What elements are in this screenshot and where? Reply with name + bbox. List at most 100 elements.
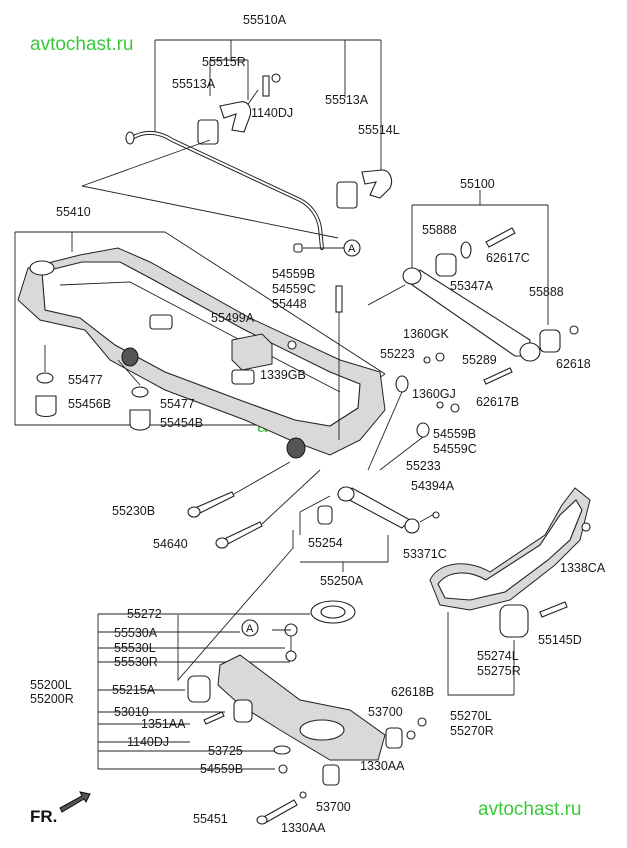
label-1360gj: 1360GJ: [412, 387, 456, 401]
nut-62618b: [417, 717, 427, 727]
label-1140dj-bottom: 1140DJ: [127, 735, 169, 749]
label-1360gk: 1360GK: [403, 327, 450, 341]
label-55515r: 55515R: [202, 55, 246, 69]
washer-55347a: [460, 241, 472, 259]
bushing-55215a: [187, 675, 211, 703]
bushing-55513a-right: [336, 181, 358, 209]
washer-53725: [273, 745, 291, 755]
label-55456b: 55456B: [68, 397, 111, 411]
lower-arm-group: A: [97, 530, 427, 825]
label-55888-top: 55888: [422, 223, 457, 237]
washer-1330aa-a: [406, 730, 416, 740]
label-55530a: 55530A: [114, 626, 158, 640]
label-62618b: 62618B: [391, 685, 434, 699]
bushing-53700-a: [385, 727, 403, 749]
label-1140dj-top: 1140DJ: [251, 106, 293, 120]
watermark-bottom: avtochast.ru: [478, 799, 582, 820]
mount-55454b: [129, 409, 151, 431]
bushing-55274l: [499, 604, 529, 638]
bushing-55254: [317, 505, 333, 525]
part-labels: 55510A 55515R 55513A 1140DJ 55513A 55514…: [30, 13, 606, 835]
bracket-55514l: [361, 169, 393, 199]
label-55530r: 55530R: [114, 655, 158, 669]
label-55270r: 55270R: [450, 724, 494, 738]
assist-link-group: [299, 486, 440, 572]
label-55200r: 55200R: [30, 692, 74, 706]
label-55100: 55100: [460, 177, 495, 191]
nut-62618: [569, 325, 579, 335]
bushing-55888-a: [435, 253, 457, 277]
label-55514l: 55514L: [358, 123, 400, 137]
label-1330aa-right: 1330AA: [360, 759, 405, 773]
upper-arm-group: [367, 190, 579, 471]
label-54559c-mid: 54559C: [433, 442, 477, 456]
label-55454b: 55454B: [160, 416, 203, 430]
lower-arm-55200: [217, 654, 386, 761]
ref-marker-a-top-text: A: [348, 243, 356, 255]
bushing-55888-b: [539, 329, 561, 353]
label-55289: 55289: [462, 353, 497, 367]
label-1330aa-bottom: 1330AA: [281, 821, 326, 835]
label-55275r: 55275R: [477, 664, 521, 678]
front-direction-label: FR.: [30, 807, 57, 826]
label-55477-left: 55477: [68, 373, 103, 387]
mount-55477-b: [131, 386, 149, 398]
front-direction-indicator: FR.: [30, 791, 91, 826]
label-55510a: 55510A: [243, 13, 287, 27]
label-55410: 55410: [56, 205, 91, 219]
label-55477-right: 55477: [160, 397, 195, 411]
label-53371c: 53371C: [403, 547, 447, 561]
washer-1360gj: [436, 401, 444, 409]
label-55233: 55233: [406, 459, 441, 473]
bolt-62617c: [485, 227, 516, 248]
cotter-54394a: [432, 511, 440, 519]
spacer-55223: [395, 375, 409, 393]
damper-55499a: [231, 333, 273, 371]
label-55270l: 55270L: [450, 709, 492, 723]
label-55513a-top: 55513A: [172, 77, 216, 91]
bracket-55515r: [219, 101, 252, 133]
bolt-62617b: [483, 367, 513, 385]
label-55223: 55223: [380, 347, 415, 361]
mount-55477-a: [36, 372, 54, 384]
bushing-53010: [233, 699, 253, 723]
label-53010: 53010: [114, 705, 149, 719]
label-54640: 54640: [153, 537, 188, 551]
label-54559b-mid: 54559B: [433, 427, 476, 441]
label-53725: 53725: [208, 744, 243, 758]
label-55451: 55451: [193, 812, 228, 826]
label-62618: 62618: [556, 357, 591, 371]
label-1351aa: 1351AA: [141, 717, 186, 731]
bolt-1339gb: [287, 340, 297, 350]
bolt-1351aa: [203, 711, 225, 725]
washer-1360gk: [423, 356, 431, 364]
label-1339gb: 1339GB: [260, 368, 306, 382]
ref-marker-a-bottom-text: A: [246, 623, 254, 635]
label-55145d: 55145D: [538, 633, 582, 647]
label-54559b-top: 54559B: [272, 267, 315, 281]
label-55347a: 55347A: [450, 279, 494, 293]
watermark-top: avtochast.ru: [30, 34, 134, 55]
bushing-55513a-left: [197, 119, 219, 145]
label-53700-top: 53700: [368, 705, 403, 719]
label-55513a-right: 55513A: [325, 93, 369, 107]
ball-joint-53371c: [404, 518, 420, 534]
nut-54559b: [278, 764, 288, 774]
bolt-55230b: [194, 491, 235, 515]
label-55230b: 55230B: [112, 504, 155, 518]
label-55254: 55254: [308, 536, 343, 550]
stabilizer-bar-group: A: [81, 39, 393, 257]
label-53700-bottom: 53700: [316, 800, 351, 814]
label-62617b: 62617B: [476, 395, 519, 409]
label-55250a: 55250A: [320, 574, 364, 588]
label-55530l: 55530L: [114, 641, 156, 655]
label-55448: 55448: [272, 297, 307, 311]
ref-marker-a-top: [343, 239, 361, 257]
label-55499a: 55499A: [211, 311, 255, 325]
mount-55456b: [35, 395, 57, 418]
label-55272: 55272: [127, 607, 162, 621]
bolt-1338ca: [581, 522, 591, 532]
bolt-55448: [335, 285, 343, 313]
bolt-55145d: [539, 601, 568, 618]
